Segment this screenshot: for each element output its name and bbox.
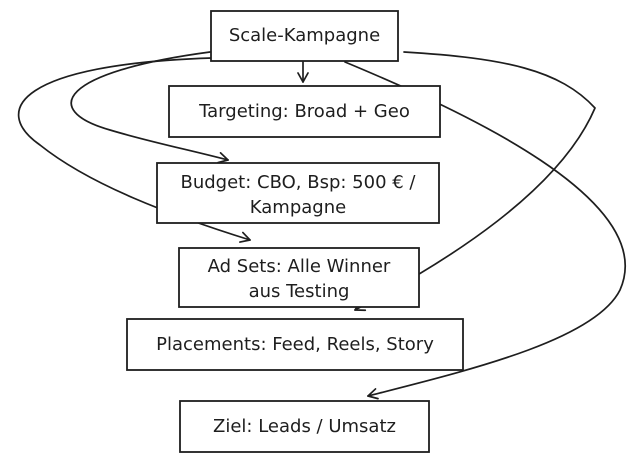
node-label: Kampagne [250,197,346,218]
node-label: Placements: Feed, Reels, Story [156,334,434,355]
node-placements: Placements: Feed, Reels, Story [126,318,464,371]
node-label: Ad Sets: Alle Winner [208,256,391,277]
node-label: Scale-Kampagne [229,25,380,46]
node-targeting: Targeting: Broad + Geo [168,85,441,138]
edge-scale-to-goal [344,61,627,400]
node-label: Budget: CBO, Bsp: 500 € / [181,172,417,193]
edge-scale-to-budget [70,51,229,164]
node-label: Targeting: Broad + Geo [198,101,410,122]
node-goal: Ziel: Leads / Umsatz [179,400,430,453]
edge-scale-to-placements [354,51,596,312]
node-label: aus Testing [249,281,350,302]
node-scale-campaign: Scale-Kampagne [210,10,399,62]
node-label: Ziel: Leads / Umsatz [213,416,396,437]
node-ad-sets: Ad Sets: Alle Winner aus Testing [178,247,420,308]
edges [17,51,627,400]
node-budget: Budget: CBO, Bsp: 500 € / Kampagne [156,162,440,224]
